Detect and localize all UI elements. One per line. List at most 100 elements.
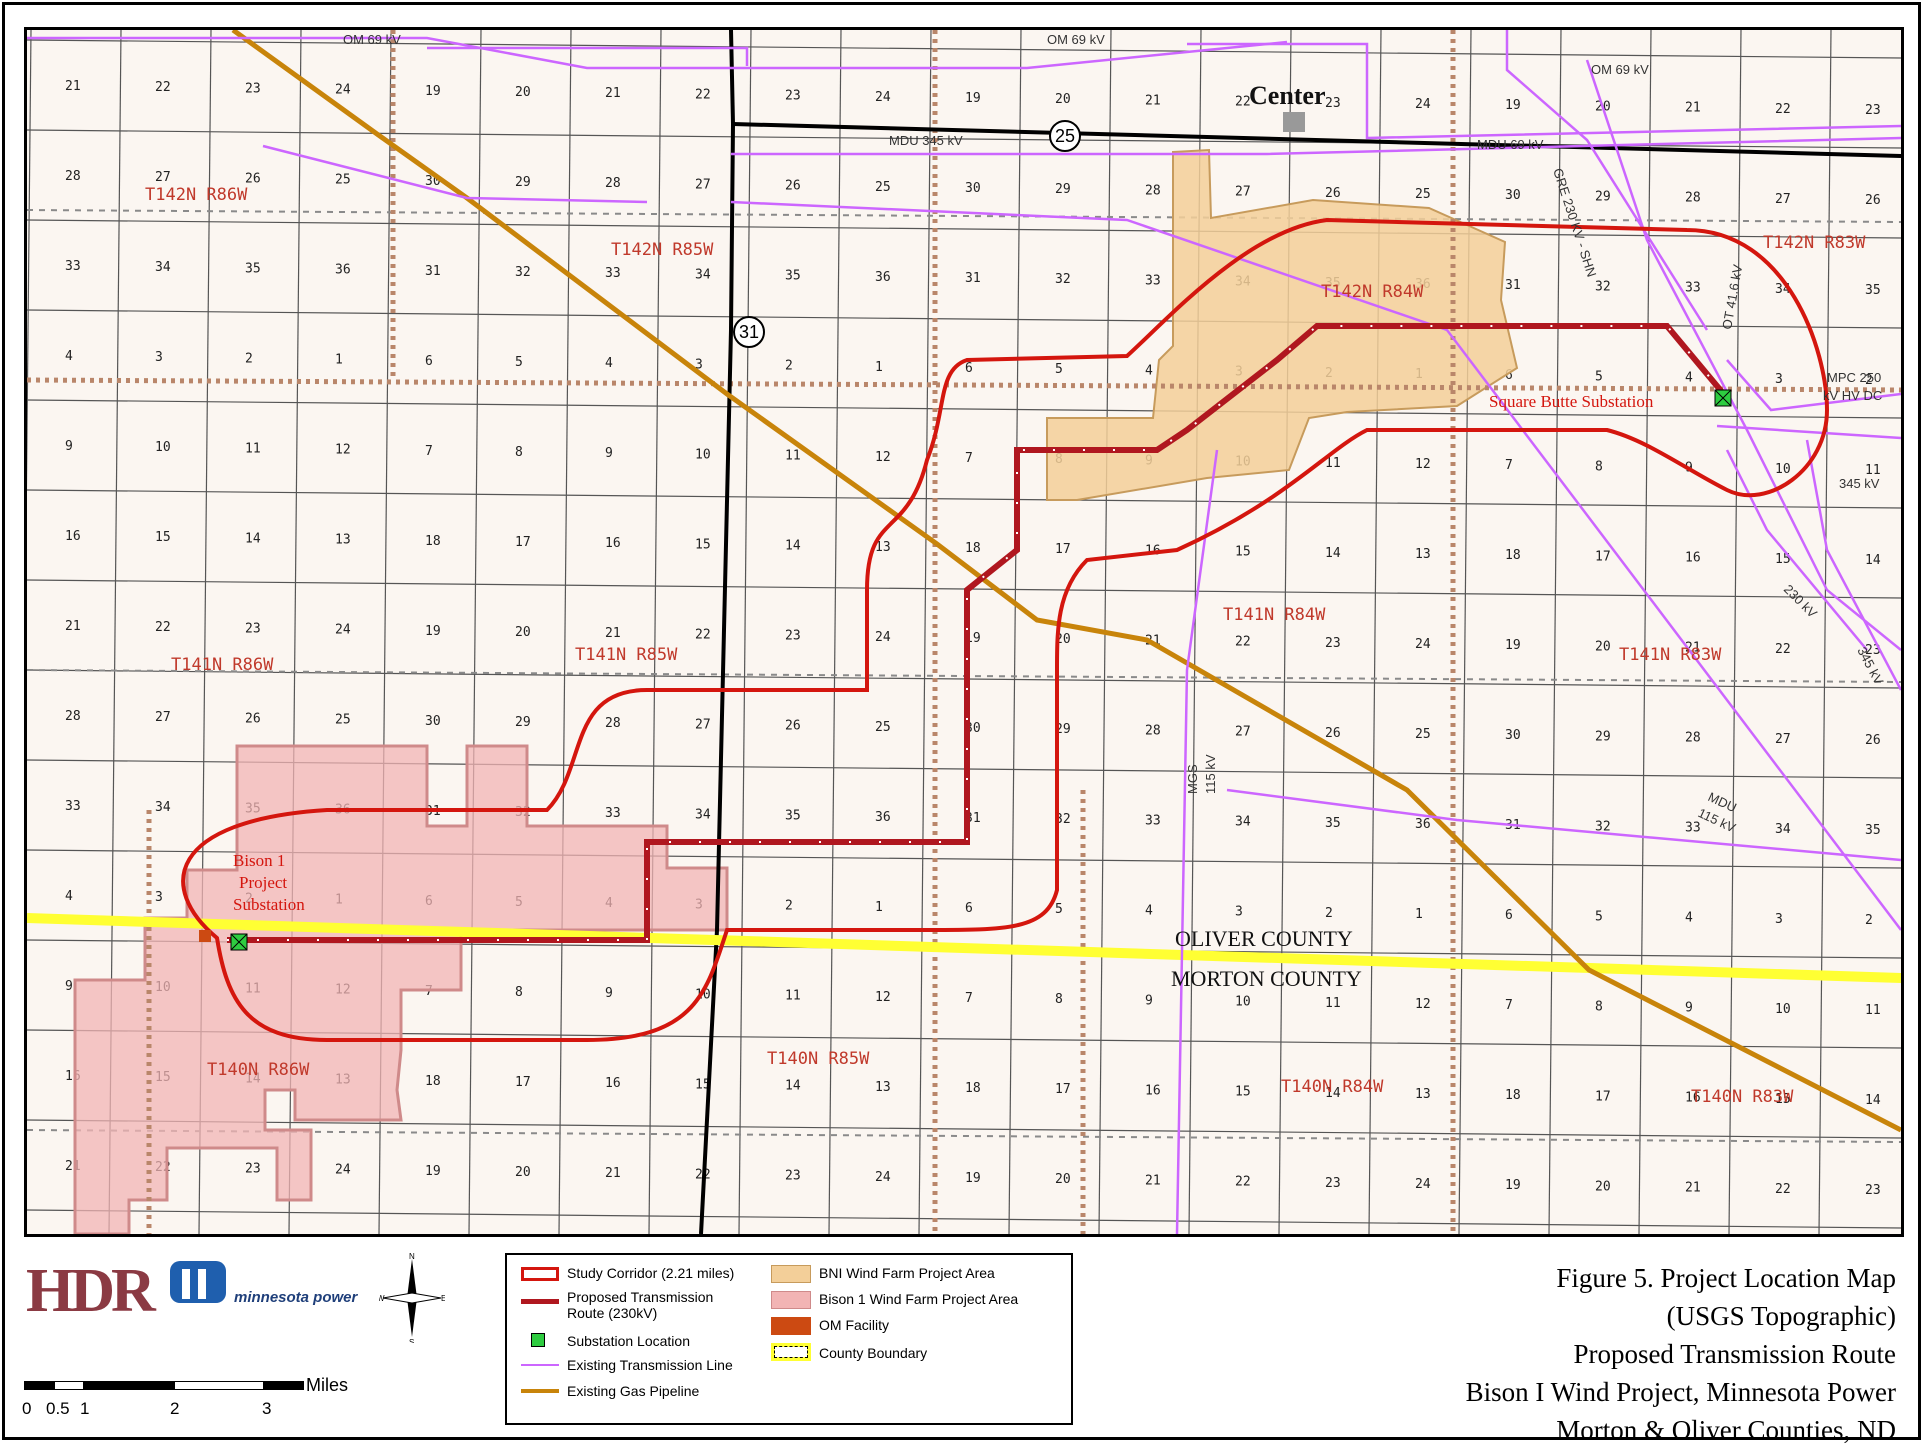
section-number: 21	[605, 1166, 621, 1181]
section-number: 2	[1865, 913, 1873, 928]
section-number: 23	[785, 89, 801, 104]
center-town-marker	[1283, 112, 1305, 132]
section-number: 33	[1145, 813, 1161, 828]
section-line	[27, 489, 1901, 509]
section-number: 23	[1325, 1176, 1341, 1191]
scale-label: 1	[80, 1399, 90, 1418]
section-number: 36	[875, 810, 891, 825]
section-number: 3	[1235, 905, 1243, 920]
section-number: 34	[155, 800, 171, 815]
section-number: 19	[425, 84, 441, 99]
section-number: 16	[605, 1076, 621, 1091]
section-line	[27, 1209, 1901, 1229]
study-corridor	[181, 217, 1830, 1042]
section-number: 31	[1505, 278, 1521, 293]
section-number: 26	[1325, 186, 1341, 201]
section-number: 6	[1505, 368, 1513, 383]
section-number: 7	[965, 451, 973, 466]
section-number: 35	[785, 809, 801, 824]
section-number: 21	[605, 626, 621, 641]
section-number: 36	[875, 270, 891, 285]
section-number: 22	[1775, 642, 1791, 657]
line-label: MPC 250	[1827, 370, 1881, 385]
section-number: 24	[875, 1170, 891, 1185]
section-number: 2	[785, 899, 793, 914]
section-number: 14	[1865, 1093, 1881, 1108]
section-number: 33	[1685, 821, 1701, 836]
section-number: 13	[875, 540, 891, 555]
figure-title-line: Bison I Wind Project, Minnesota Power	[1465, 1377, 1896, 1407]
section-number: 29	[1595, 189, 1611, 204]
section-number: 15	[1235, 1085, 1251, 1100]
section-number: 22	[155, 620, 171, 635]
township-label: T140N R84W	[1281, 1077, 1384, 1097]
section-line	[828, 30, 842, 1234]
section-number: 12	[875, 990, 891, 1005]
section-number: 27	[695, 177, 711, 192]
section-line	[27, 39, 1901, 59]
legend-label: Study Corridor (2.21 miles)	[567, 1265, 735, 1281]
section-number: 28	[1145, 183, 1161, 198]
section-number: 7	[1505, 998, 1513, 1013]
section-number: 32	[1595, 279, 1611, 294]
legend-om-swatch	[771, 1317, 811, 1335]
township-label: T141N R83W	[1619, 645, 1722, 665]
section-number: 26	[245, 711, 261, 726]
section-number: 33	[1145, 273, 1161, 288]
legend-label: County Boundary	[819, 1345, 928, 1361]
line-label: GRE 230 KV - SHN	[1550, 166, 1599, 279]
section-number: 17	[1595, 549, 1611, 564]
section-number: 24	[1415, 1177, 1431, 1192]
section-line	[27, 1119, 1901, 1139]
section-number: 18	[425, 1074, 441, 1089]
section-number: 16	[605, 536, 621, 551]
svg-text:minnesota power: minnesota power	[234, 1289, 359, 1306]
section-number: 15	[1235, 545, 1251, 560]
section-number: 26	[785, 179, 801, 194]
section-number: 17	[1055, 542, 1071, 557]
section-number: 27	[1775, 192, 1791, 207]
section-line	[1728, 30, 1742, 1234]
section-number: 17	[515, 535, 531, 550]
section-number: 29	[1055, 182, 1071, 197]
section-number: 17	[1055, 1082, 1071, 1097]
section-number: 30	[1505, 728, 1521, 743]
scale-label: 2	[170, 1399, 180, 1418]
section-number: 30	[965, 181, 981, 196]
section-number: 19	[425, 624, 441, 639]
section-number: 10	[155, 440, 171, 455]
section-number: 4	[1145, 903, 1153, 918]
legend-transmission-swatch	[521, 1364, 559, 1366]
section-number: 2	[785, 359, 793, 374]
section-number: 4	[65, 889, 73, 904]
section-number: 23	[245, 81, 261, 96]
section-number: 9	[605, 446, 613, 461]
section-number: 21	[1685, 1181, 1701, 1196]
figure-title-block: Figure 5. Project Location Map (USGS Top…	[1336, 1259, 1896, 1449]
section-line	[1458, 30, 1472, 1234]
line-label: OT 41.6 kV	[1719, 263, 1745, 330]
section-number: 17	[515, 1075, 531, 1090]
existing-transmission-lines	[27, 30, 1901, 1234]
section-number: 25	[875, 720, 891, 735]
town-label: Center	[1249, 81, 1326, 110]
section-number: 35	[245, 261, 261, 276]
township-label: T140N R86W	[207, 1060, 310, 1080]
section-number: 28	[65, 709, 81, 724]
svg-text:W: W	[379, 1294, 385, 1303]
section-number: 28	[1145, 723, 1161, 738]
line-label: kV HV DC	[1823, 388, 1882, 403]
section-number: 11	[1325, 456, 1341, 471]
section-number: 24	[335, 623, 351, 638]
section-number: 18	[1505, 1088, 1521, 1103]
section-number: 4	[65, 349, 73, 364]
section-number: 26	[1865, 733, 1881, 748]
section-number: 12	[875, 450, 891, 465]
section-number: 25	[1415, 727, 1431, 742]
legend: Study Corridor (2.21 miles) Proposed Tra…	[505, 1253, 1073, 1425]
section-line	[1548, 30, 1562, 1234]
township-label: T142N R86W	[145, 185, 248, 205]
township-label: T141N R85W	[575, 645, 678, 665]
township-line	[27, 1129, 1901, 1143]
